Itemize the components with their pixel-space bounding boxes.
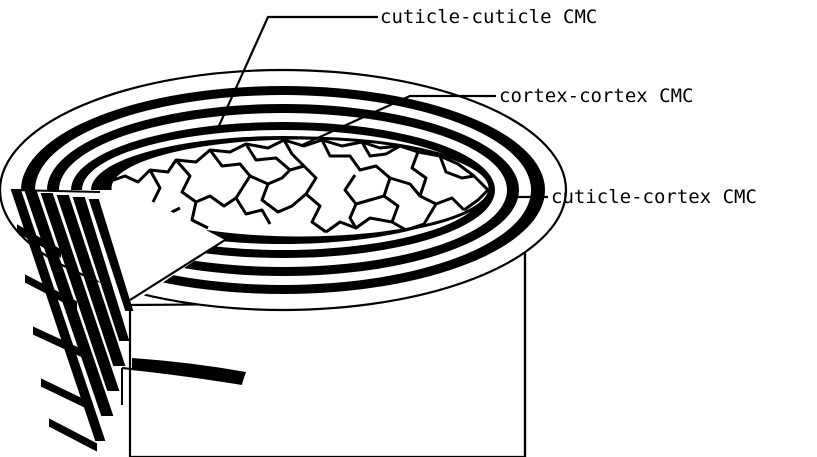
label-cuticle-cortex-cmc: cuticle-cortex CMC [551, 186, 757, 208]
label-cuticle-cuticle-cmc: cuticle-cuticle CMC [380, 6, 597, 28]
label-cortex-cortex-cmc: cortex-cortex CMC [499, 85, 693, 107]
